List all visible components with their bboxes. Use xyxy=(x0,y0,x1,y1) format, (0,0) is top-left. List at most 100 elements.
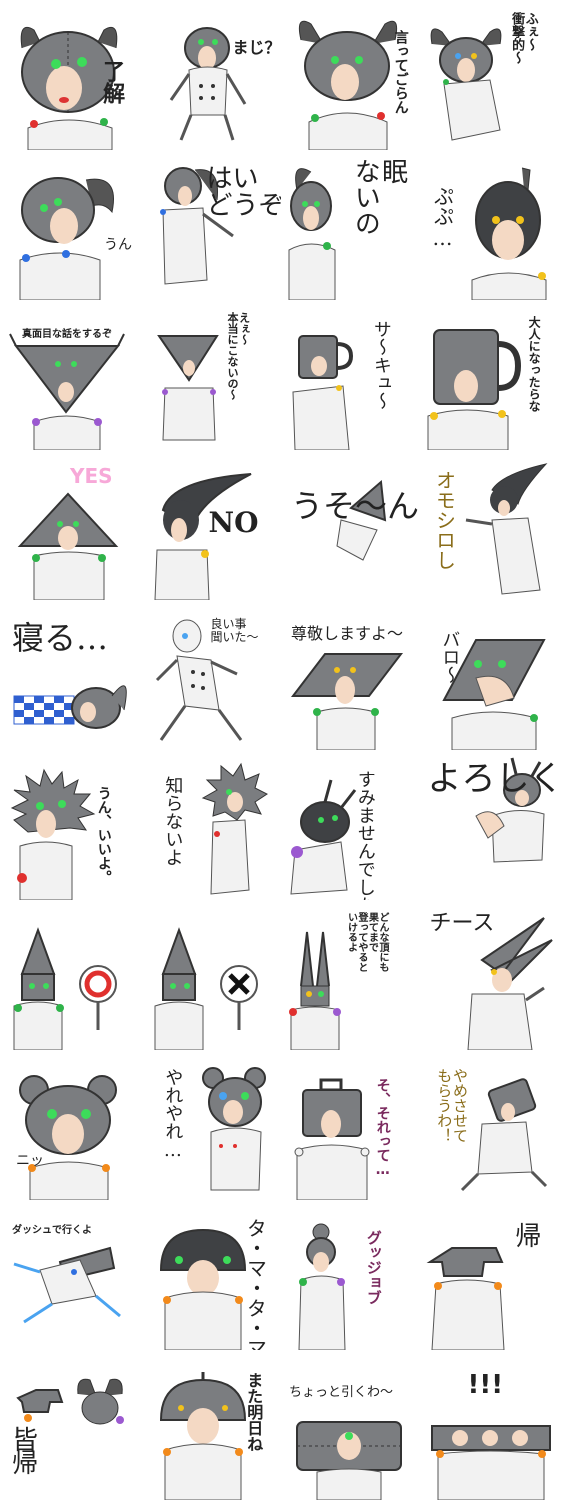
sticker-18[interactable]: 良い事 聞いた〜 xyxy=(141,600,282,750)
antenna-helmet-figure xyxy=(290,779,357,895)
sticker-3[interactable]: 言ってごらん xyxy=(281,0,422,150)
box-helmet-figure xyxy=(430,1425,551,1500)
sticker-11[interactable]: サ〜キュ〜 xyxy=(281,300,422,450)
sticker-9[interactable]: 真面目な話をするぞ xyxy=(0,300,141,450)
dome-helmet-figure xyxy=(159,1372,246,1500)
triangle-helmet-figure xyxy=(9,333,125,450)
horned-helmet-figure xyxy=(298,20,398,150)
sticker-38[interactable]: また明日ね xyxy=(141,1350,282,1500)
box-helmet-figure xyxy=(296,1421,402,1500)
sticker-caption: 知らないよ xyxy=(162,776,184,866)
spiky-helmet-figure xyxy=(10,768,96,900)
sticker-caption: チース xyxy=(429,911,495,936)
dome-helmet-figure xyxy=(159,1228,246,1350)
sticker-caption: まじ？ xyxy=(232,38,281,57)
sticker-22[interactable]: 知らないよ xyxy=(141,750,282,900)
sticker-7[interactable]: 眠 ないの xyxy=(281,150,422,300)
horned-helmet-figure xyxy=(430,28,501,141)
sticker-36[interactable]: 帰 xyxy=(422,1200,562,1350)
bun-hair-figure xyxy=(298,1223,346,1350)
sticker-6[interactable]: はい どうぞ xyxy=(141,150,281,300)
sticker-34[interactable]: タ・マ・タ・マ xyxy=(141,1200,282,1350)
sticker-29[interactable]: ニッ xyxy=(0,1050,141,1200)
sticker-caption: 尊敬しますよ〜 xyxy=(291,624,404,643)
box-helmet-figure xyxy=(294,1078,370,1200)
sticker-caption: また明日ね xyxy=(244,1372,264,1452)
sticker-17[interactable]: 寝る… xyxy=(0,600,141,750)
sticker-19[interactable]: 尊敬しますよ〜 xyxy=(281,600,422,750)
sticker-35[interactable]: グッジョブ xyxy=(281,1200,422,1350)
sticker-27[interactable]: どんな頂にも 果てまで 登ってやると いけるよ xyxy=(281,900,422,1050)
tail-helmet-figure xyxy=(471,167,546,300)
sticker-24[interactable]: よろしく。 xyxy=(422,750,562,900)
anvil-helmet-figure xyxy=(426,1247,505,1350)
sticker-caption: 良い事 聞いた〜 xyxy=(210,617,259,644)
sticker-8[interactable]: ぷぷ… xyxy=(422,150,562,300)
sticker-5[interactable]: うん xyxy=(0,150,141,300)
sticker-20[interactable]: バロ〜 xyxy=(422,600,562,750)
sticker-caption: すみませんでした xyxy=(354,770,376,900)
cross-sign-icon xyxy=(219,965,258,1030)
sticker-14[interactable]: NO xyxy=(141,450,282,600)
sticker-caption: 寝る… xyxy=(12,619,109,657)
checkered-blanket xyxy=(13,695,75,725)
sticker-31[interactable]: そ、それって… xyxy=(281,1050,422,1200)
sticker-10[interactable]: えぇ〜 本当にこないの〜 xyxy=(141,300,282,450)
anvil-helmet-figure xyxy=(16,1378,124,1425)
sticker-caption: バロ〜 xyxy=(439,630,461,684)
sticker-28[interactable]: チース xyxy=(422,900,562,1050)
anvil-helmet-figure xyxy=(13,1246,121,1324)
sticker-caption: 皆 帰 xyxy=(12,1426,39,1480)
sticker-32[interactable]: やめさせて もらうわ！ xyxy=(422,1050,562,1200)
mug-helmet-figure xyxy=(292,335,354,450)
sticker-2[interactable]: まじ？ xyxy=(141,0,282,150)
triangle-helmet-figure xyxy=(17,492,119,600)
sticker-caption: 真面目な話をするぞ xyxy=(22,329,112,340)
drill-helmet-figure xyxy=(13,927,117,1050)
sticker-23[interactable]: すみませんでした xyxy=(281,750,422,900)
diamond-helmet-figure xyxy=(441,639,546,750)
sticker-caption: 帰 xyxy=(510,1222,541,1248)
sticker-caption: NO xyxy=(208,506,259,539)
sticker-caption: よろしく。 xyxy=(427,759,562,799)
sticker-caption: やれやれ… xyxy=(162,1068,184,1161)
sticker-30[interactable]: やれやれ… xyxy=(141,1050,282,1200)
sticker-40[interactable]: !!! xyxy=(422,1350,562,1500)
horned-helmet-figure xyxy=(20,26,118,150)
sticker-caption: うん xyxy=(104,237,132,253)
sticker-25[interactable] xyxy=(0,900,141,1050)
sticker-13[interactable]: YES xyxy=(0,450,141,600)
tail-helmet-figure xyxy=(159,167,234,285)
twin-spire-helmet-figure xyxy=(289,931,341,1050)
sticker-26[interactable] xyxy=(141,900,282,1050)
mug-helmet-figure xyxy=(427,329,521,450)
sticker-4[interactable]: ふぇ〜 衝撃的〜 xyxy=(422,0,562,150)
sticker-16[interactable]: オモシロし xyxy=(422,450,562,600)
sticker-caption: どんな頂にも 果てまで 登ってやると いけるよ xyxy=(345,912,389,972)
sticker-15[interactable]: うそ〜ん xyxy=(281,450,422,600)
sticker-21[interactable]: うん、いいよ。 xyxy=(0,750,141,900)
bear-helmet-figure xyxy=(19,1075,117,1200)
sticker-caption: サ〜キュ〜 xyxy=(370,320,392,410)
sticker-33[interactable]: ダッシュで行くよ xyxy=(0,1200,141,1350)
sticker-caption: ダッシュで行くよ xyxy=(12,1225,92,1236)
sticker-caption: ちょっと引くわ〜 xyxy=(289,1385,394,1400)
sticker-caption: オモシロし xyxy=(432,470,457,570)
spiky-helmet-figure xyxy=(201,762,268,895)
antenna-helmet-figure xyxy=(474,757,545,863)
sticker-caption: !!! xyxy=(467,1370,504,1400)
sticker-caption: えぇ〜 本当にこないの〜 xyxy=(226,312,251,400)
sticker-39[interactable]: ちょっと引くわ〜 xyxy=(281,1350,422,1500)
cone-helmet-figure xyxy=(153,473,251,600)
drill-helmet-figure xyxy=(154,927,258,1050)
bear-helmet-figure xyxy=(201,1067,266,1191)
sticker-caption: ぷぷ… xyxy=(430,186,455,250)
sticker-caption: 大人になったらな xyxy=(527,316,542,412)
sticker-caption: ふぇ〜 衝撃的〜 xyxy=(509,12,538,64)
sticker-37[interactable]: 皆 帰 xyxy=(0,1350,141,1500)
sticker-1[interactable]: 了解 xyxy=(0,0,141,150)
sticker-12[interactable]: 大人になったらな xyxy=(422,300,562,450)
sleeping-figure xyxy=(13,685,127,729)
sticker-caption: うそ〜ん xyxy=(291,487,420,525)
